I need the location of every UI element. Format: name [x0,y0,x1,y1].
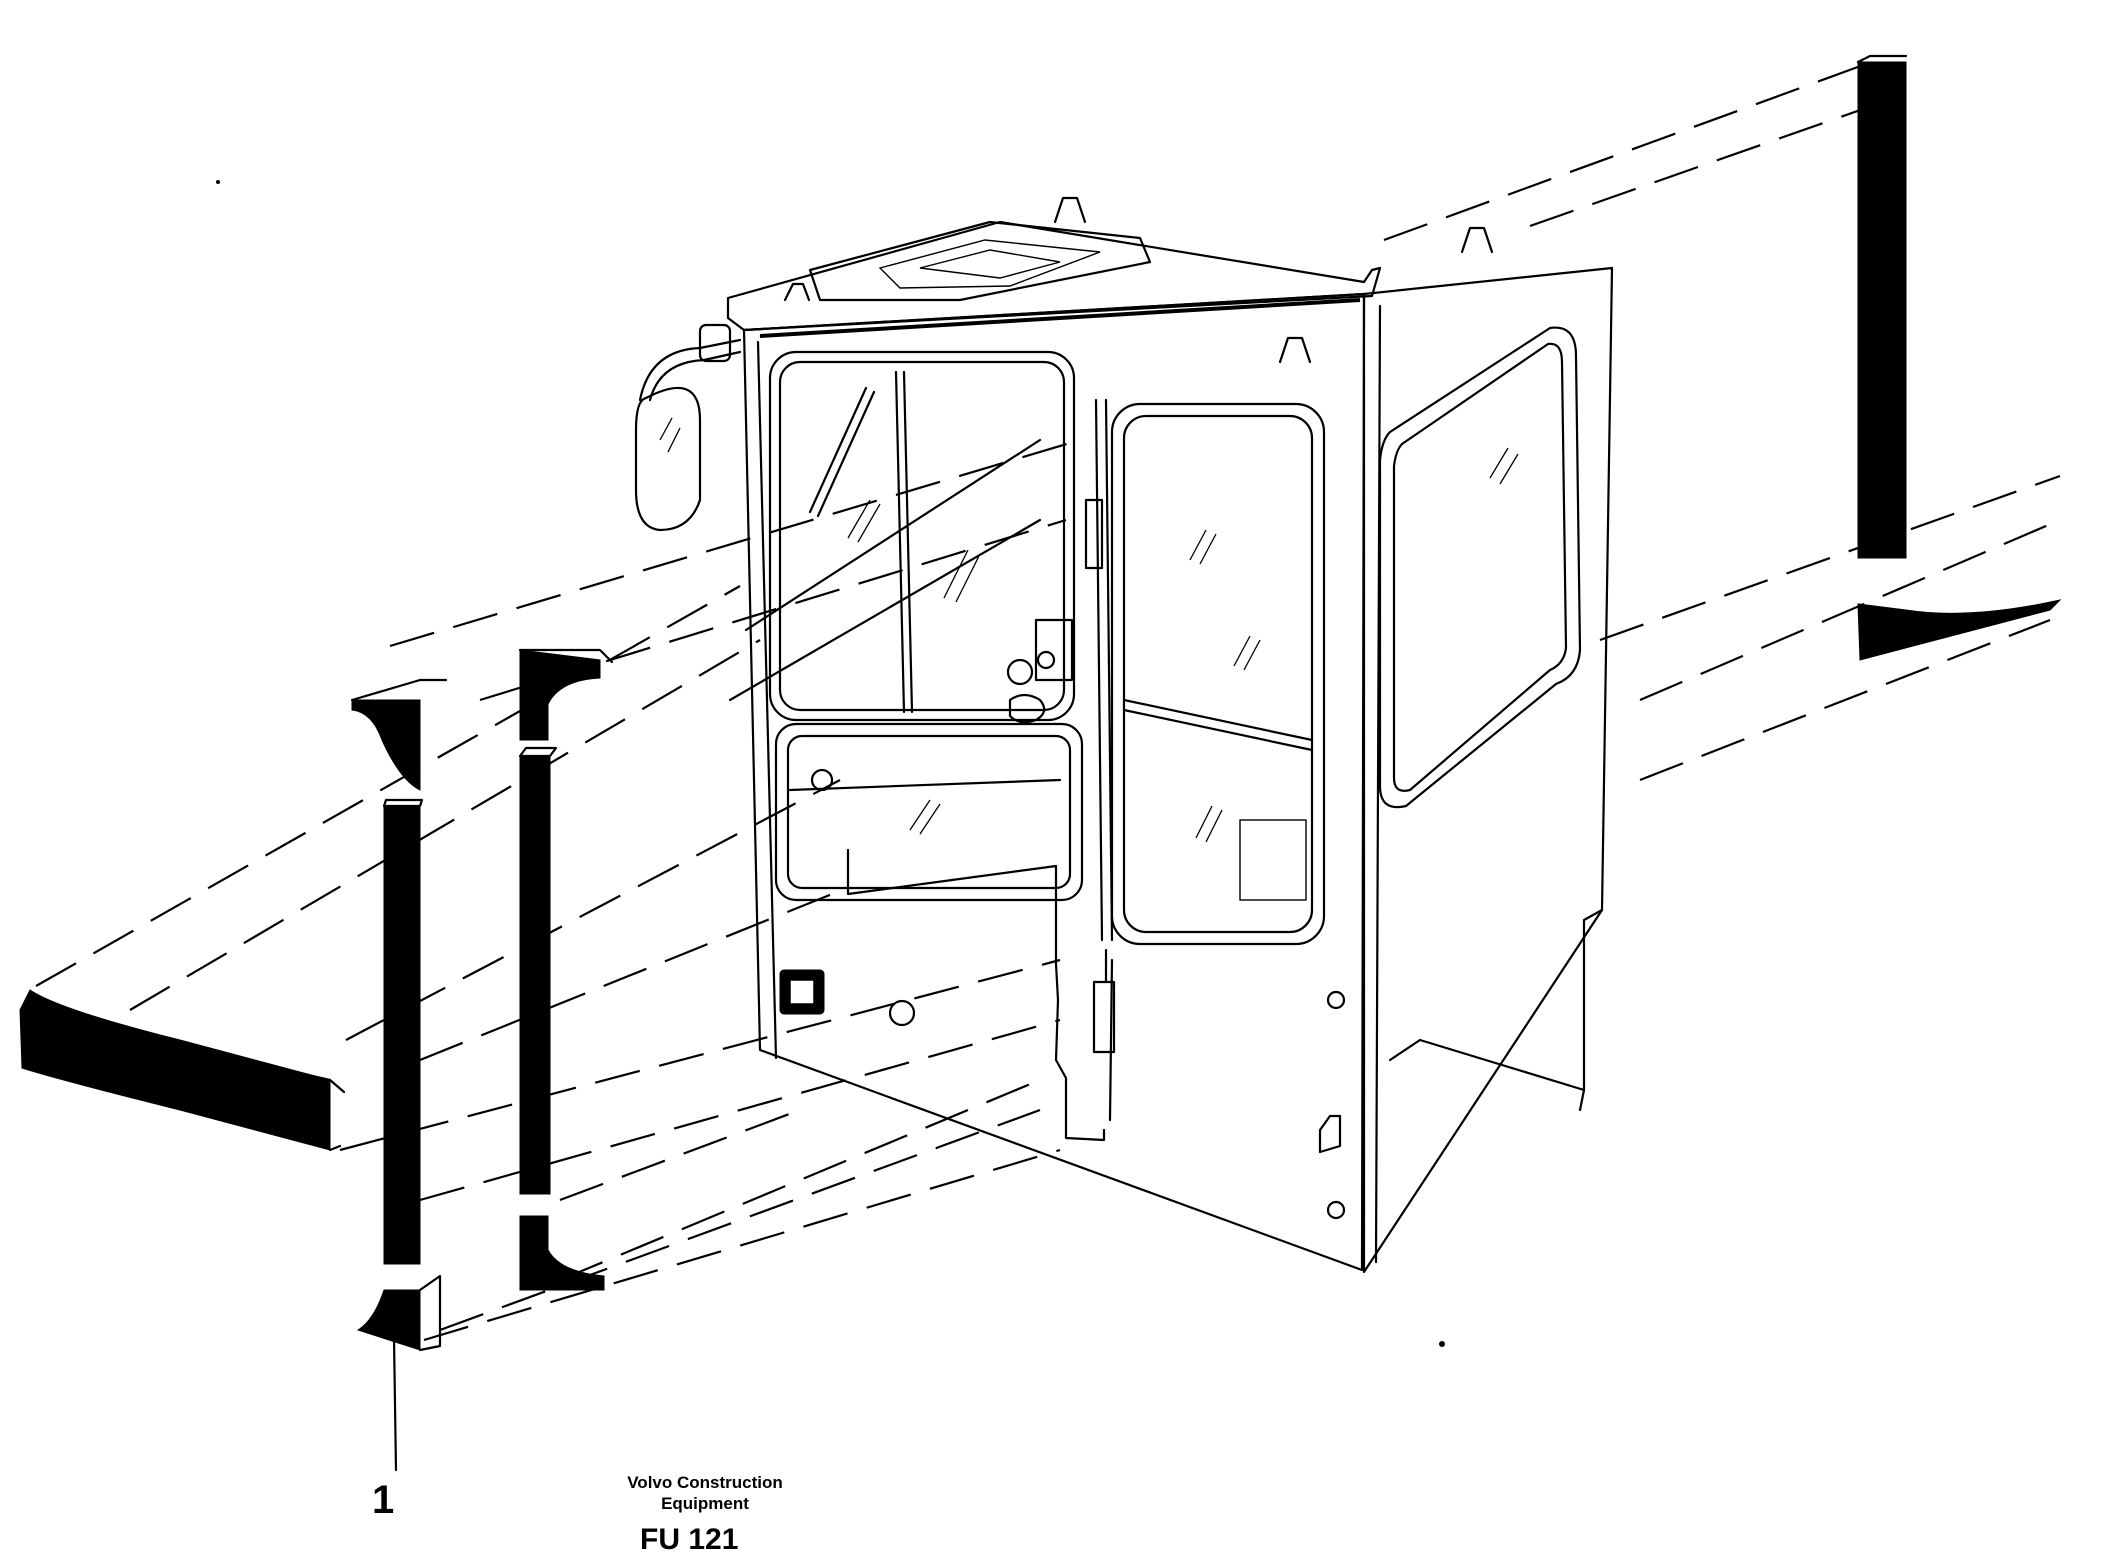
mirror-glass [634,386,702,532]
lifting-eye [1278,336,1312,364]
trim-strip-bottom-a [356,1289,421,1351]
cab-front-face [742,292,1366,1272]
manufacturer-line-2: Equipment [661,1494,749,1513]
projection-lines [35,62,2061,1342]
front-windscreen [768,350,1076,722]
trim-strip-horizontal [19,989,331,1151]
lifting-eye [1460,226,1494,254]
lock-icon [888,999,916,1027]
callout-leader-line [392,1336,398,1472]
trim-strip-vertical-right [1857,61,1907,559]
door-handle-icon [1318,1114,1342,1154]
trim-strip-sections [19,54,2062,1472]
side-window [1378,326,1582,809]
cab-right-face [1362,266,1614,1274]
trim-strip-top-b [519,649,601,741]
cab-lower-panel [779,848,1346,1220]
trim-strip-top-a [351,699,421,791]
callout-number: 1 [372,1478,395,1522]
cab-roof [726,220,1382,332]
cab-door [1006,398,1326,946]
trim-strip-vertical-a [383,805,421,1265]
roof-hatch [808,220,1152,302]
front-lower-window [774,722,1084,902]
manufacturer-line-1: Volvo Construction [627,1473,783,1492]
lifting-eye [783,282,811,302]
lifting-eye [1053,196,1087,224]
cab-body [726,196,1614,1274]
side-mirror [634,323,742,532]
trim-strip-bottom-b [519,1215,605,1291]
figure-code: FU 121 [640,1523,739,1556]
trim-strip-vertical-b [519,755,551,1195]
trim-strip-corner-right [1857,599,2062,661]
